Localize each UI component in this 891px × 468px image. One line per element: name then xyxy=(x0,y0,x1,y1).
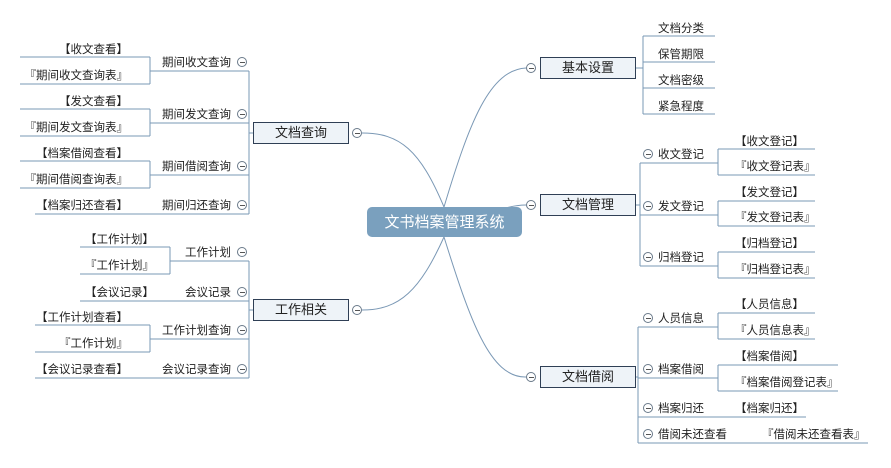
leaf-link[interactable]: 【工作计划】 xyxy=(85,232,154,246)
collapse-toggle-icon[interactable] xyxy=(352,305,362,315)
collapse-toggle-icon[interactable] xyxy=(237,161,247,171)
collapse-toggle-icon[interactable] xyxy=(237,247,247,257)
subnode-outgoing-register[interactable]: 发文登记 xyxy=(658,199,704,213)
leaf-link[interactable]: 【人员信息】 xyxy=(735,297,804,311)
leaf-link[interactable]: 【档案归还查看】 xyxy=(36,198,128,212)
subnode-personnel-info[interactable]: 人员信息 xyxy=(658,311,704,325)
node-document-borrowing[interactable]: 文档借阅 xyxy=(540,366,636,388)
collapse-toggle-icon[interactable] xyxy=(237,325,247,335)
collapse-toggle-icon[interactable] xyxy=(237,57,247,67)
leaf-link[interactable]: 【档案归还】 xyxy=(735,401,804,415)
leaf-link[interactable]: 『借阅未还查看表』 xyxy=(762,427,866,441)
leaf-security-level[interactable]: 文档密级 xyxy=(658,73,704,87)
collapse-toggle-icon[interactable] xyxy=(643,403,653,413)
leaf-link[interactable]: 【发文查看】 xyxy=(59,94,128,108)
collapse-toggle-icon[interactable] xyxy=(237,364,247,374)
leaf-link[interactable]: 『期间收文查询表』 xyxy=(24,68,129,82)
subnode-meeting-record[interactable]: 会议记录 xyxy=(185,285,231,299)
subnode-period-outgoing-query[interactable]: 期间发文查询 xyxy=(162,107,231,121)
leaf-link[interactable]: 『归档登记表』 xyxy=(735,262,816,276)
collapse-toggle-icon[interactable] xyxy=(237,109,247,119)
leaf-document-category[interactable]: 文档分类 xyxy=(658,21,704,35)
subnode-work-plan[interactable]: 工作计划 xyxy=(185,245,231,259)
node-basic-settings[interactable]: 基本设置 xyxy=(540,57,636,79)
subnode-incoming-register[interactable]: 收文登记 xyxy=(658,147,704,161)
collapse-toggle-icon[interactable] xyxy=(237,287,247,297)
leaf-retention-period[interactable]: 保管期限 xyxy=(658,47,704,61)
subnode-archive-register[interactable]: 归档登记 xyxy=(658,250,704,264)
leaf-link[interactable]: 『档案借阅登记表』 xyxy=(735,375,839,389)
collapse-toggle-icon[interactable] xyxy=(352,128,362,138)
leaf-link[interactable]: 【收文查看】 xyxy=(59,42,128,56)
subnode-period-return-query[interactable]: 期间归还查询 xyxy=(162,198,231,212)
leaf-link[interactable]: 【档案借阅查看】 xyxy=(36,146,128,160)
subnode-unreturned-view[interactable]: 借阅未还查看 xyxy=(658,427,727,441)
leaf-link[interactable]: 【档案借阅】 xyxy=(735,349,804,363)
subnode-work-plan-query[interactable]: 工作计划查询 xyxy=(162,323,231,337)
leaf-link[interactable]: 『工作计划』 xyxy=(59,336,128,350)
leaf-urgency-level[interactable]: 紧急程度 xyxy=(658,99,704,113)
leaf-link[interactable]: 【归档登记】 xyxy=(735,236,804,250)
subnode-period-borrow-query[interactable]: 期间借阅查询 xyxy=(162,159,231,173)
subnode-period-incoming-query[interactable]: 期间收文查询 xyxy=(162,55,231,69)
leaf-link[interactable]: 【会议记录】 xyxy=(85,285,154,299)
collapse-toggle-icon[interactable] xyxy=(643,252,653,262)
leaf-link[interactable]: 『人员信息表』 xyxy=(735,323,816,337)
subnode-archive-return[interactable]: 档案归还 xyxy=(658,401,704,415)
node-document-query[interactable]: 文档查询 xyxy=(253,122,349,144)
collapse-toggle-icon[interactable] xyxy=(237,200,247,210)
collapse-toggle-icon[interactable] xyxy=(643,149,653,159)
node-work-related[interactable]: 工作相关 xyxy=(253,299,349,321)
node-document-management[interactable]: 文档管理 xyxy=(540,194,636,216)
subnode-archive-borrow[interactable]: 档案借阅 xyxy=(658,362,704,376)
collapse-toggle-icon[interactable] xyxy=(526,63,536,73)
leaf-link[interactable]: 【发文登记】 xyxy=(735,185,804,199)
collapse-toggle-icon[interactable] xyxy=(526,372,536,382)
leaf-link[interactable]: 【会议记录查看】 xyxy=(36,362,128,376)
subnode-meeting-record-query[interactable]: 会议记录查询 xyxy=(162,362,231,376)
leaf-link[interactable]: 『期间借阅查询表』 xyxy=(24,172,129,186)
collapse-toggle-icon[interactable] xyxy=(526,200,536,210)
leaf-link[interactable]: 『期间发文查询表』 xyxy=(24,120,129,134)
leaf-link[interactable]: 【收文登记】 xyxy=(735,134,804,148)
root-node[interactable]: 文书档案管理系统 xyxy=(367,207,522,237)
leaf-link[interactable]: 『发文登记表』 xyxy=(735,210,816,224)
leaf-link[interactable]: 『收文登记表』 xyxy=(735,159,816,173)
collapse-toggle-icon[interactable] xyxy=(643,364,653,374)
collapse-toggle-icon[interactable] xyxy=(643,201,653,211)
collapse-toggle-icon[interactable] xyxy=(643,313,653,323)
collapse-toggle-icon[interactable] xyxy=(643,429,653,439)
leaf-link[interactable]: 『工作计划』 xyxy=(85,258,154,272)
leaf-link[interactable]: 【工作计划查看】 xyxy=(36,310,128,324)
